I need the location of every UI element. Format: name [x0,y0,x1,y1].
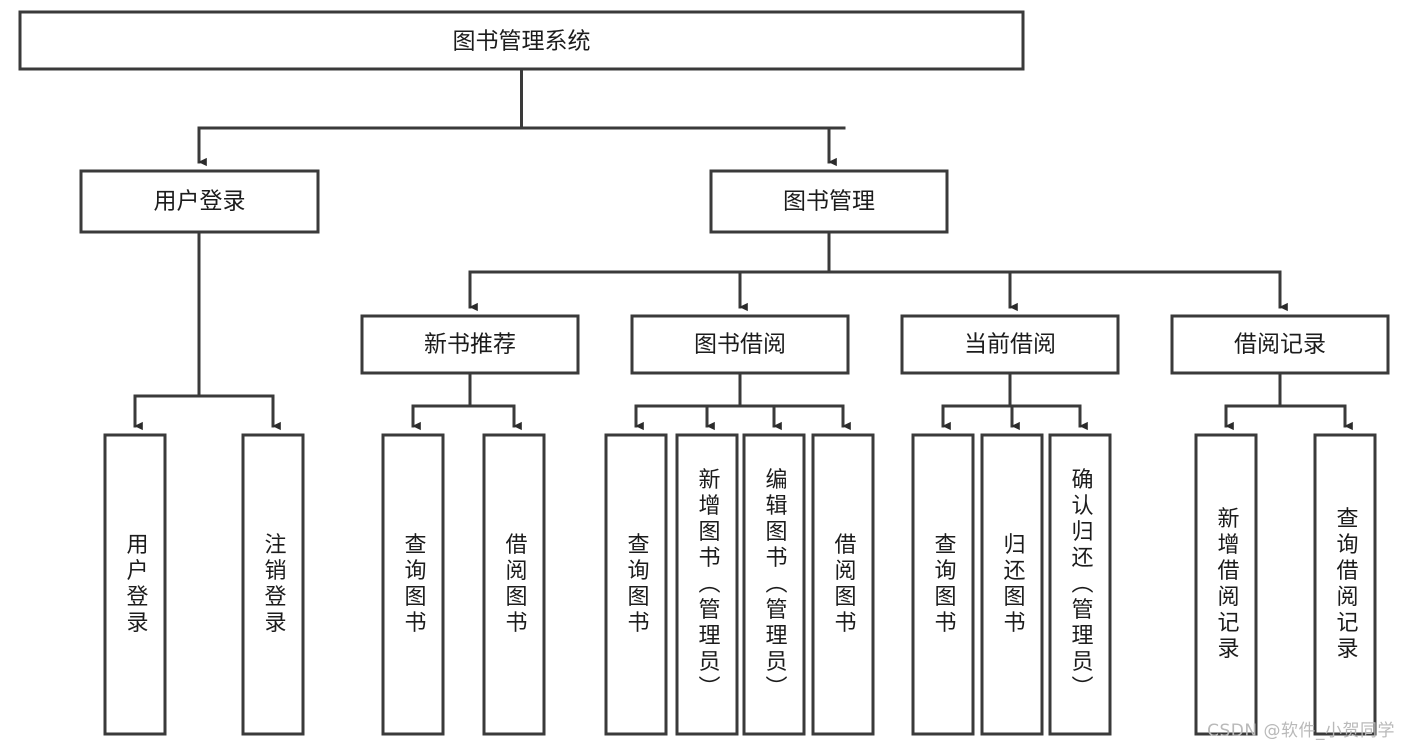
leaf-user-login-box[interactable] [103,433,167,736]
leaf-query-book-current-label: 查询图书 [931,533,957,637]
leaf-add-book-label: 新增图书（管理员） [695,468,721,702]
leaf-logout-label: 注销登录 [261,533,287,637]
node-new-book-recommend[interactable]: 新书推荐 [360,314,580,375]
leaf-query-book-borrow-box[interactable] [604,433,668,736]
leaf-add-book-box[interactable] [675,433,739,736]
connector-group-new-book-recommend [411,371,522,431]
connector-group-user-login [133,230,281,431]
leaf-query-book-recommend-label: 查询图书 [401,533,427,637]
leaf-node-user-login[interactable]: 用户登录 [103,433,167,736]
leaf-borrow-book-label: 借阅图书 [831,533,857,637]
node-root-label: 图书管理系统 [453,29,591,55]
leaf-node-query-book-borrow[interactable]: 查询图书 [604,433,668,736]
node-root[interactable]: 图书管理系统 [18,10,1025,71]
leaf-borrow-book-recommend-label: 借阅图书 [502,533,528,637]
leaf-node-query-borrow-record[interactable]: 查询借阅记录 [1313,433,1377,736]
node-borrow-records[interactable]: 借阅记录 [1170,314,1390,375]
leaf-query-book-recommend-box[interactable] [381,433,445,736]
leaf-node-add-book[interactable]: 新增图书（管理员） [675,433,739,736]
node-current-borrow-box[interactable] [900,314,1120,375]
leaf-node-return-book[interactable]: 归还图书 [980,433,1044,736]
leaf-node-borrow-book[interactable]: 借阅图书 [811,433,875,736]
leaf-return-book-box[interactable] [980,433,1044,736]
connector-group-current-borrow [941,371,1088,431]
node-current-borrow[interactable]: 当前借阅 [900,314,1120,375]
leaf-confirm-return-label: 确认归还（管理员） [1068,468,1094,702]
leaf-node-logout[interactable]: 注销登录 [241,433,305,736]
leaf-node-query-book-recommend[interactable]: 查询图书 [381,433,445,736]
leaf-user-login-label: 用户登录 [123,533,149,637]
leaf-confirm-return-box[interactable] [1048,433,1112,736]
leaf-node-add-borrow-record[interactable]: 新增借阅记录 [1194,433,1258,736]
leaf-return-book-label: 归还图书 [1000,533,1026,637]
leaf-borrow-book-recommend-box[interactable] [482,433,546,736]
node-user-login[interactable]: 用户登录 [79,169,320,234]
leaf-edit-book-box[interactable] [742,433,806,736]
connector-group-book-management [468,230,1288,312]
leaf-edit-book-label: 编辑图书（管理员） [762,468,788,702]
leaf-node-query-book-current[interactable]: 查询图书 [911,433,975,736]
leaf-node-borrow-book-recommend[interactable]: 借阅图书 [482,433,546,736]
connector-group-root [197,67,846,167]
csdn-watermark: CSDN @软件_小贺同学 [1207,721,1395,741]
leaf-logout-box[interactable] [241,433,305,736]
node-book-management-label: 图书管理 [783,189,875,215]
leaf-query-book-borrow-label: 查询图书 [624,533,650,637]
leaf-add-borrow-record-box[interactable] [1194,433,1258,736]
leaf-query-borrow-record-box[interactable] [1313,433,1377,736]
leaf-borrow-book-box[interactable] [811,433,875,736]
node-book-borrow-label: 图书借阅 [694,332,786,358]
node-user-login-label: 用户登录 [154,189,246,215]
leaf-query-book-current-box[interactable] [911,433,975,736]
node-new-book-recommend-label: 新书推荐 [424,332,516,358]
leaf-node-confirm-return[interactable]: 确认归还（管理员） [1048,433,1112,736]
node-root-box[interactable] [18,10,1025,71]
node-current-borrow-label: 当前借阅 [964,332,1056,358]
node-user-login-box[interactable] [79,169,320,234]
connector-group-book-borrow [634,371,851,431]
leaf-node-edit-book[interactable]: 编辑图书（管理员） [742,433,806,736]
node-book-borrow[interactable]: 图书借阅 [630,314,850,375]
node-borrow-records-box[interactable] [1170,314,1390,375]
connector-group-borrow-records [1224,371,1353,431]
leaf-add-borrow-record-label: 新增借阅记录 [1214,507,1240,663]
node-new-book-recommend-box[interactable] [360,314,580,375]
leaf-query-borrow-record-label: 查询借阅记录 [1333,507,1359,663]
node-book-management-box[interactable] [709,169,949,234]
node-book-management[interactable]: 图书管理 [709,169,949,234]
node-borrow-records-label: 借阅记录 [1234,332,1326,358]
node-book-borrow-box[interactable] [630,314,850,375]
